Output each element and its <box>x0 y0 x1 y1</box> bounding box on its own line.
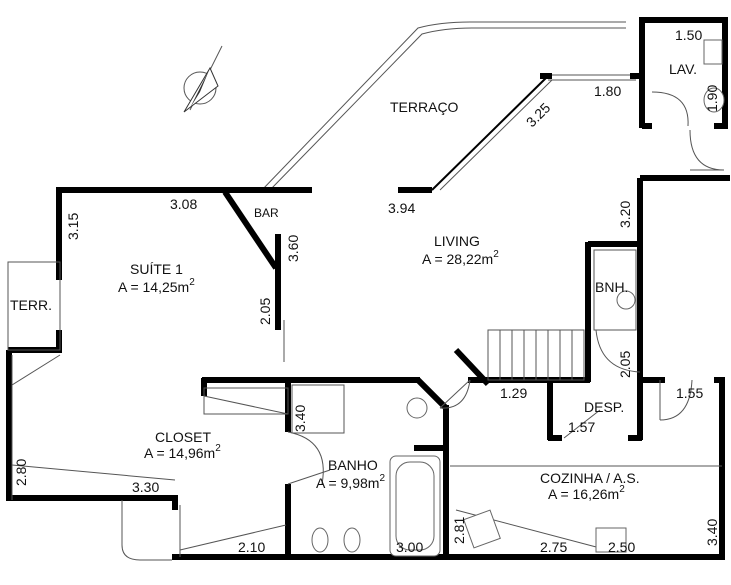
area-closet: A = 14,96m2 <box>144 443 221 461</box>
room-label-suite: SUÍTE 1 <box>130 261 183 277</box>
room-label-banho: BANHO <box>328 457 378 473</box>
dim-340-banho: 3.40 <box>292 405 308 432</box>
dim-340-cozinha: 3.40 <box>704 519 720 546</box>
area-banho: A = 9,98m2 <box>316 473 385 491</box>
dim-205-bar: 2.05 <box>257 298 273 325</box>
dimension-labels: 1.50 1.90 1.80 3.25 3.08 3.94 3.15 3.60 … <box>13 27 720 555</box>
area-suite: A = 14,25m2 <box>118 277 195 295</box>
dim-308: 3.08 <box>170 196 197 212</box>
room-label-lav: LAV. <box>669 61 697 77</box>
dim-394: 3.94 <box>388 200 415 216</box>
north-arrow-icon <box>183 45 223 113</box>
room-label-cozinha: COZINHA / A.S. <box>540 470 640 486</box>
dim-205-bnh: 2.05 <box>617 351 633 378</box>
dim-lav-width: 1.50 <box>675 27 702 43</box>
dim-300: 3.00 <box>396 539 423 555</box>
dim-275: 2.75 <box>540 539 567 555</box>
room-label-terraco: TERRAÇO <box>390 99 459 115</box>
fixtures <box>7 39 725 561</box>
dim-129: 1.29 <box>500 385 527 401</box>
dim-330: 3.30 <box>132 479 159 495</box>
dim-320: 3.20 <box>617 201 633 228</box>
room-label-bnh: BNH. <box>595 279 628 295</box>
stairs <box>487 329 585 381</box>
dim-315: 3.15 <box>65 213 81 240</box>
room-label-desp: DESP. <box>584 399 624 415</box>
dim-157: 1.57 <box>568 419 595 435</box>
dim-280: 2.80 <box>13 459 29 486</box>
area-cozinha: A = 16,26m2 <box>548 484 625 502</box>
dim-155: 1.55 <box>676 385 703 401</box>
room-label-closet: CLOSET <box>155 429 211 445</box>
room-label-bar: BAR <box>254 206 279 220</box>
dim-281: 2.81 <box>451 517 467 544</box>
walls <box>6 17 730 560</box>
room-label-living: LIVING <box>434 233 480 249</box>
dim-360: 3.60 <box>285 235 301 262</box>
dim-250: 2.50 <box>608 539 635 555</box>
dim-210: 2.10 <box>238 539 265 555</box>
room-labels: TERRAÇO LAV. LIVING A = 28,22m2 BAR SUÍT… <box>10 61 697 502</box>
terrace-outline <box>261 21 636 191</box>
area-living: A = 28,22m2 <box>422 249 499 267</box>
dim-lav-height: 1.90 <box>704 85 720 112</box>
room-label-terr: TERR. <box>10 297 52 313</box>
dim-terrace-180: 1.80 <box>594 83 621 99</box>
